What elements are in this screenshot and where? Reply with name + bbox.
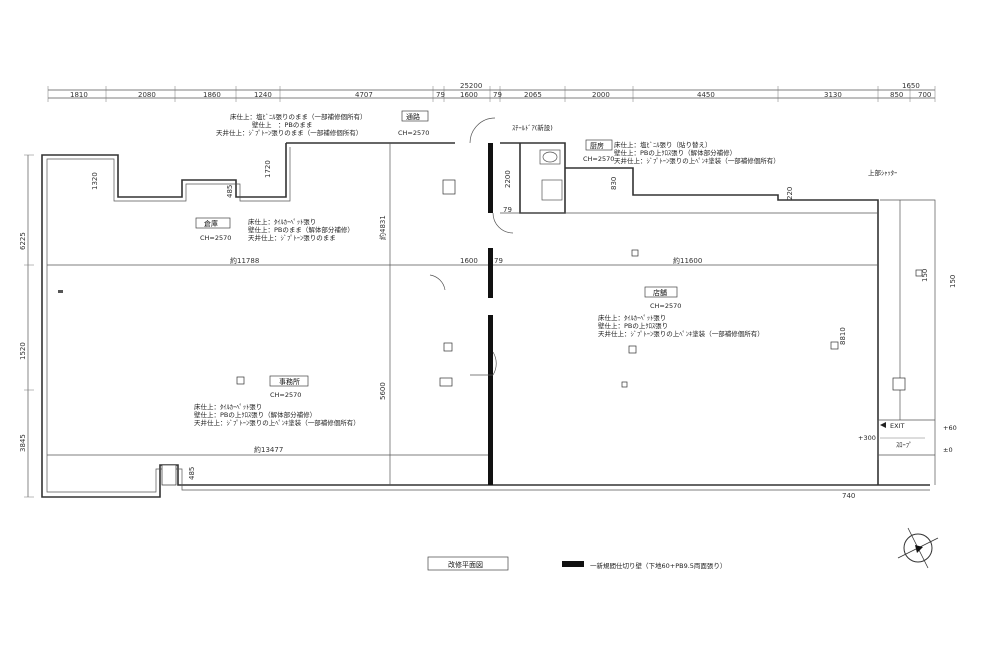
room-storage-name: 倉庫: [204, 219, 218, 228]
dim-220: 220: [786, 187, 794, 200]
dim-4831: 約4831: [378, 215, 387, 240]
dim-150-b: 150: [949, 275, 957, 288]
dim-seg-12: 3130: [824, 91, 842, 99]
room-aisle-ceiling: 天井仕上：ｼﾞﾌﾟﾄｰﾝ張りのまま（一部補修個所有）: [216, 128, 362, 137]
room-store-ceiling: 天井仕上：ｼﾞﾌﾟﾄｰﾝ張りの上ﾍﾟﾝｷ塗装（一部補修個所有）: [598, 329, 764, 338]
doors: [429, 117, 514, 376]
room-kitchen: 厨房 CH=2570 床仕上：塩ﾋﾞﾆﾙ張り（貼り替え） 壁仕上：PBの上ｸﾛｽ…: [583, 139, 780, 165]
dim-79-mid: 79: [494, 257, 503, 265]
dim-79-door: 79: [503, 206, 512, 214]
dim-11788: 約11788: [230, 256, 259, 265]
dim-13477: 約13477: [254, 445, 283, 454]
room-storage-wall: 壁仕上：PBのまま（解体部分補修）: [248, 225, 354, 234]
legend-text: 一新規間仕切り壁（下地60+PB9.5両面張り）: [590, 561, 726, 570]
dim-740: 740: [842, 492, 855, 500]
dim-seg-14: 700: [918, 91, 931, 99]
dim-left-3: 3845: [19, 434, 27, 452]
drawing-title-block: 改修平面図: [427, 556, 509, 571]
slope-label: ｽﾛｰﾌﾟ: [896, 441, 912, 449]
room-storage-ch: CH=2570: [200, 234, 231, 242]
room-storage-floor: 床仕上：ﾀｲﾙｶｰﾍﾟｯﾄ張り: [248, 217, 316, 226]
room-aisle-name: 通路: [406, 112, 420, 121]
room-store: 店舗 CH=2570 床仕上：ﾀｲﾙｶｰﾍﾟｯﾄ張り 壁仕上：PBの上ｸﾛｽ張り…: [598, 286, 764, 338]
exit-ramp-area: EXIT ｽﾛｰﾌﾟ +300 +60 ±0: [858, 422, 957, 454]
dim-485-b: 485: [188, 467, 196, 480]
room-store-name: 店舗: [653, 288, 667, 297]
room-office: 事務所 CH=2570 床仕上：ﾀｲﾙｶｰﾍﾟｯﾄ張り 壁仕上：PBの上ｸﾛｽ張…: [194, 375, 360, 427]
new-partition-walls: [488, 143, 493, 485]
room-store-wall: 壁仕上：PBの上ｸﾛｽ張り: [598, 321, 668, 330]
room-office-wall: 壁仕上：PBの上ｸﾛｽ張り（解体部分補修）: [194, 410, 316, 419]
dim-seg-4: 1240: [254, 91, 272, 99]
room-storage: 倉庫 CH=2570 床仕上：ﾀｲﾙｶｰﾍﾟｯﾄ張り 壁仕上：PBのまま（解体部…: [195, 217, 354, 242]
dim-8810: 8810: [839, 327, 847, 345]
room-storage-ceiling: 天井仕上：ｼﾞﾌﾟﾄｰﾝ張りのまま: [248, 233, 336, 242]
dim-seg-9: 2065: [524, 91, 542, 99]
dim-overall: 25200: [460, 82, 482, 90]
dim-1720: 1720: [264, 160, 272, 178]
dim-seg-13: 850: [890, 91, 903, 99]
dim-seg-10: 2000: [592, 91, 610, 99]
room-kitchen-name: 厨房: [590, 141, 604, 150]
dim-seg-6: 79: [436, 91, 445, 99]
dim-seg-7: 1600: [460, 91, 478, 99]
level-plus60: +60: [943, 424, 957, 432]
room-office-ceiling: 天井仕上：ｼﾞﾌﾟﾄｰﾝ張りの上ﾍﾟﾝｷ塗装（一部補修個所有）: [194, 418, 360, 427]
dim-seg-1: 1810: [70, 91, 88, 99]
room-aisle-wall: 壁仕上 ：PBのまま: [252, 120, 312, 129]
dim-11600: 約11600: [673, 256, 702, 265]
dim-left-2: 1520: [19, 342, 27, 360]
left-dimension-chain: 6225 1520 3845: [19, 154, 34, 498]
dim-2200: 2200: [504, 170, 512, 188]
dim-485-a: 485: [226, 185, 234, 198]
dim-left-1: 6225: [19, 232, 27, 250]
columns: [58, 179, 923, 486]
room-store-ch: CH=2570: [650, 302, 681, 310]
room-kitchen-floor: 床仕上：塩ﾋﾞﾆﾙ張り（貼り替え）: [614, 140, 712, 149]
inner-dimensions: 1320 485 1720 2200 79 830 220 約4831 約117…: [91, 160, 957, 500]
steel-door-note: ｽﾁｰﾙﾄﾞｱ(新設): [512, 123, 553, 132]
room-store-floor: 床仕上：ﾀｲﾙｶｰﾍﾟｯﾄ張り: [598, 313, 666, 322]
dim-150-a: 150: [921, 269, 929, 282]
room-aisle-ch: CH=2570: [398, 129, 429, 137]
drawing-title: 改修平面図: [448, 560, 483, 569]
dim-1320: 1320: [91, 172, 99, 190]
room-office-name: 事務所: [279, 377, 300, 386]
dim-overall-right: 1650: [902, 82, 920, 90]
room-aisle: 通路 床仕上：塩ﾋﾞﾆﾙ張りのまま（一部補修個所有） 壁仕上 ：PBのまま 天井…: [216, 110, 429, 137]
level-pm0: ±0: [943, 446, 953, 454]
room-kitchen-ch: CH=2570: [583, 155, 614, 163]
level-plus300: +300: [858, 434, 876, 442]
north-arrow-icon: [897, 527, 939, 569]
legend-swatch: [562, 561, 584, 567]
dim-5600: 5600: [379, 382, 387, 400]
legend: 一新規間仕切り壁（下地60+PB9.5両面張り）: [562, 561, 726, 570]
room-kitchen-ceiling: 天井仕上：ｼﾞﾌﾟﾄｰﾝ張りの上ﾍﾟﾝｷ塗装（一部補修個所有）: [614, 156, 780, 165]
dim-seg-11: 4450: [697, 91, 715, 99]
dim-830: 830: [610, 177, 618, 190]
top-dimension-chain: 25200 1650 1810 2080 1860 1240 4707 79 1…: [47, 82, 936, 102]
dim-1600-mid: 1600: [460, 257, 478, 265]
room-kitchen-wall: 壁仕上：PBの上ｸﾛｽ張り（解体部分補修）: [614, 148, 736, 157]
dim-seg-2: 2080: [138, 91, 156, 99]
kitchen-fixtures: [539, 149, 563, 201]
room-office-ch: CH=2570: [270, 391, 301, 399]
exit-label: EXIT: [890, 422, 904, 430]
dim-seg-3: 1860: [203, 91, 221, 99]
shutter-note: 上部ｼｬｯﾀｰ: [868, 168, 897, 177]
dim-seg-8: 79: [493, 91, 502, 99]
room-office-floor: 床仕上：ﾀｲﾙｶｰﾍﾟｯﾄ張り: [194, 402, 262, 411]
room-aisle-floor: 床仕上：塩ﾋﾞﾆﾙ張りのまま（一部補修個所有）: [230, 112, 367, 121]
dim-seg-5: 4707: [355, 91, 373, 99]
